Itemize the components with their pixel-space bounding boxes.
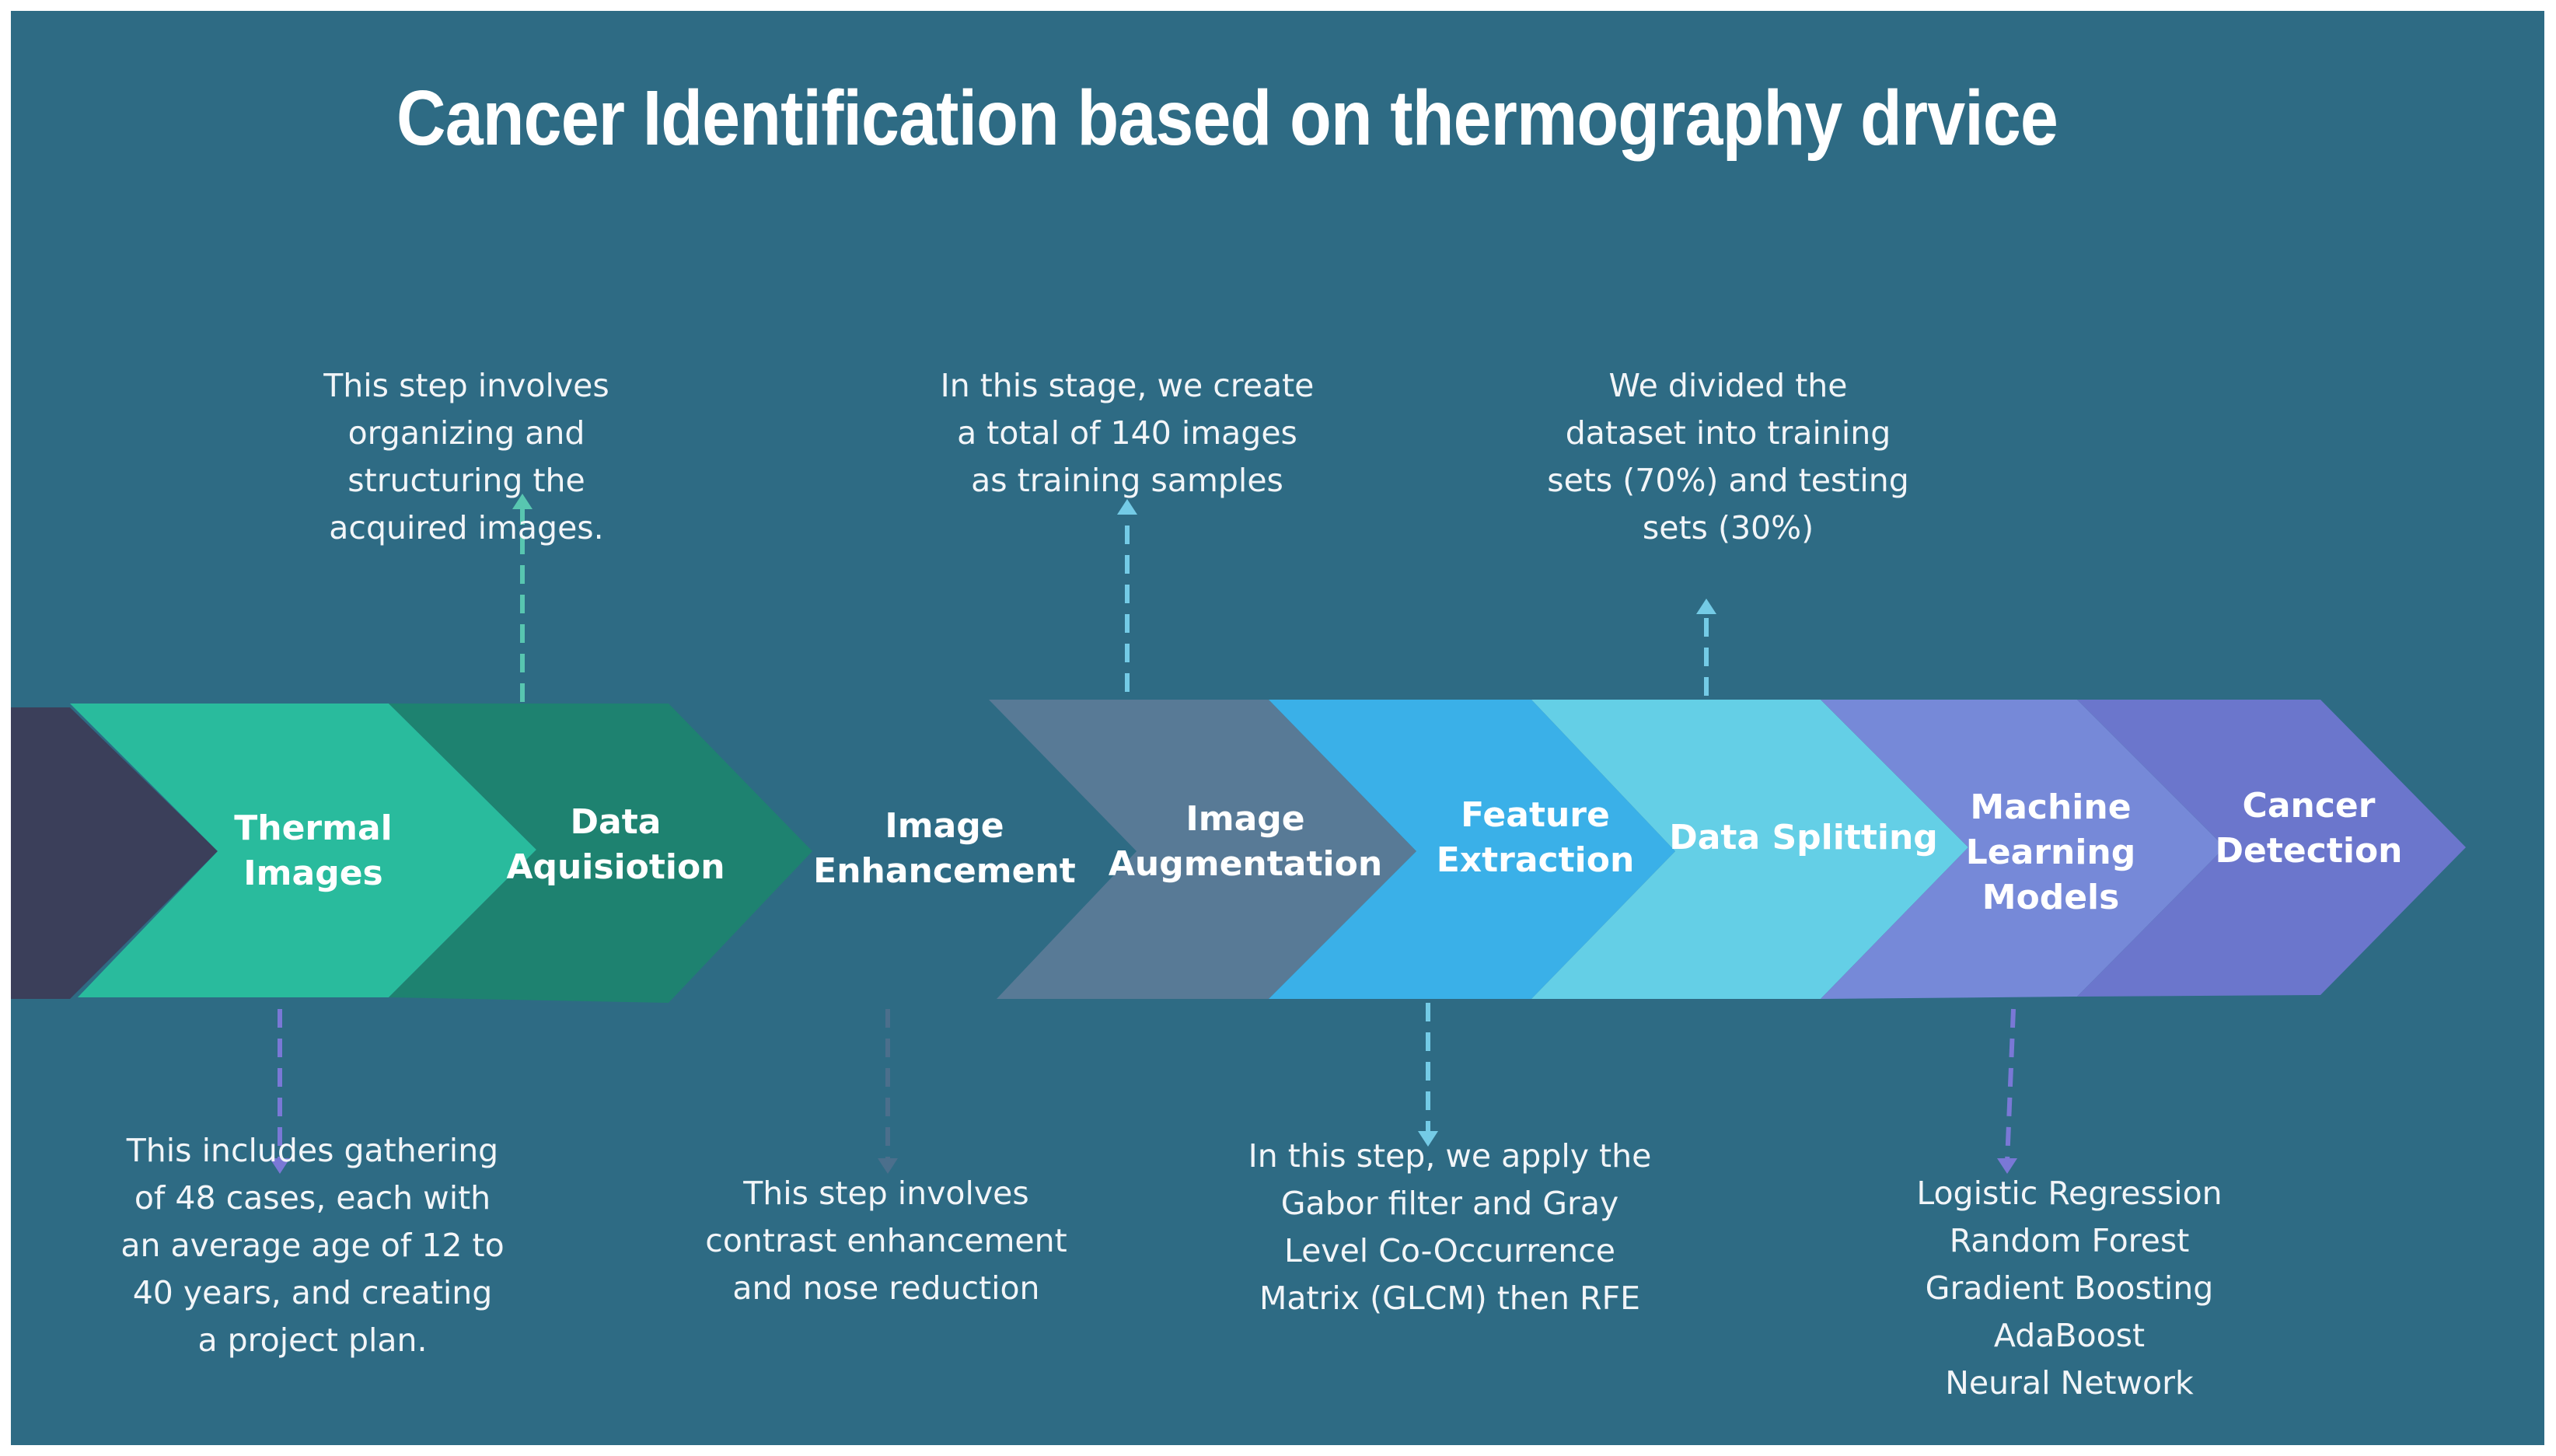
chevron-data-splitting	[1531, 700, 1968, 999]
stage-label-image-enhancement: Image Enhancement	[813, 806, 1076, 891]
chevron-start	[11, 707, 218, 999]
note-image-enhancement: This step involves contrast enhancement …	[705, 1175, 1067, 1307]
arrowhead-augmentation	[1117, 499, 1137, 515]
note-ml-models: Logistic Regression Random Forest Gradie…	[1916, 1175, 2223, 1402]
note-thermal-images: This includes gathering of 48 cases, eac…	[120, 1132, 505, 1359]
stage-label-data-splitting: Data Splitting	[1669, 818, 1938, 857]
stage-label-thermal-images: Thermal Images	[234, 808, 393, 893]
arrowhead-splitting	[1696, 599, 1716, 614]
stage-label-feature-extraction: Feature Extraction	[1436, 795, 1635, 880]
stage-label-cancer-detection: Cancer Detection	[2215, 786, 2403, 871]
connector-models	[2005, 1008, 2016, 1163]
stage-label-ml-models: Machine Learning Models	[1965, 787, 2136, 917]
chevron-data-acquisition	[389, 704, 812, 1003]
note-image-augmentation: In this stage, we create a total of 140 …	[940, 367, 1315, 499]
chevron-cancer-detection	[2077, 700, 2466, 997]
chevron-image-augmentation	[989, 700, 1416, 999]
diagram-title: Cancer Identification based on thermogra…	[396, 75, 2058, 162]
note-feature-extraction: In this step, we apply the Gabor filter …	[1248, 1137, 1652, 1317]
stage-label-data-acquisition: Data Aquisiotion	[506, 802, 725, 887]
arrowhead-feature	[1418, 1131, 1438, 1147]
note-data-acquisition: This step involves organizing and struct…	[323, 367, 609, 546]
chevron-ml-models	[1821, 700, 2225, 999]
note-data-splitting: We divided the dataset into training set…	[1547, 367, 1909, 546]
chevron-feature-extraction	[1269, 700, 1675, 999]
arrowhead-models	[1997, 1158, 2017, 1174]
arrowhead-acquisition	[512, 494, 532, 509]
arrowhead-thermal	[270, 1158, 290, 1174]
arrowhead-enhancement	[878, 1158, 898, 1174]
stage-label-image-augmentation: Image Augmentation	[1108, 799, 1383, 884]
chevron-thermal-images	[70, 704, 536, 997]
